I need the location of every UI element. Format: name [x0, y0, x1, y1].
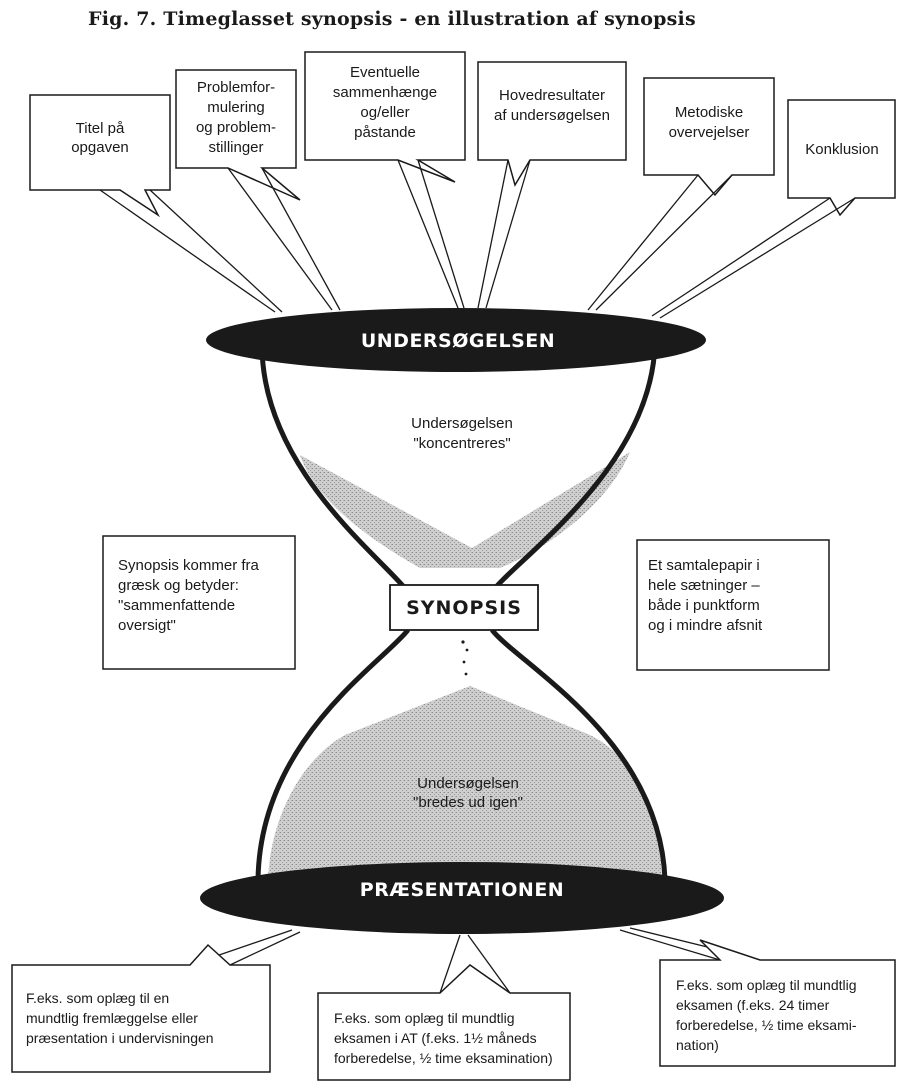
side-box-left-line-4: oversigt" — [118, 617, 176, 634]
top-box-title-line-2: opgaven — [71, 139, 129, 156]
bottom-box-oral-exam: F.eks. som oplæg til mundtlig eksamen (f… — [659, 939, 896, 1067]
side-box-left: Synopsis kommer fra græsk og betyder: "s… — [102, 535, 296, 670]
side-box-right-line-2: hele sætninger – — [648, 577, 760, 594]
top-box-method-line-1: Metodiske — [675, 104, 743, 121]
bottom-box-at-exam-line-2: eksamen i AT (f.eks. 1½ måneds — [334, 1030, 537, 1046]
bottom-box-oral-exam-line-2: eksamen (f.eks. 24 timer — [676, 997, 830, 1013]
hourglass-glass — [255, 344, 668, 881]
top-box-title: Titel på opgaven — [29, 94, 171, 218]
top-leader-lines — [99, 159, 856, 319]
upper-bulb-label-line-1: Undersøgelsen — [411, 415, 513, 432]
bottom-box-presentation-line-2: mundtlig fremlæggelse eller — [26, 1010, 198, 1026]
lower-sand — [268, 686, 662, 880]
lower-bulb-label-line-1: Undersøgelsen — [417, 775, 519, 792]
top-box-relations-line-1: Eventuelle — [350, 64, 420, 81]
bottom-box-presentation-line-3: præsentation i undervisningen — [26, 1030, 214, 1046]
side-box-right-line-1: Et samtalepapir i — [648, 557, 760, 574]
bottom-box-at-exam-line-3: forberedelse, ½ time eksamination) — [334, 1050, 553, 1066]
bottom-band: PRÆSENTATIONEN — [200, 862, 724, 934]
top-box-problem-line-3: og problem- — [196, 119, 276, 136]
bottom-box-at-exam-line-1: F.eks. som oplæg til mundtlig — [334, 1010, 515, 1026]
synopsis-box: SYNOPSIS — [389, 584, 539, 631]
side-box-left-line-3: "sammenfattende — [118, 597, 235, 614]
bottom-box-presentation: F.eks. som oplæg til en mundtlig fremlæg… — [11, 943, 271, 1073]
top-box-problem-line-1: Problemfor- — [197, 79, 275, 96]
top-box-problem: Problemfor- mulering og problem- stillin… — [175, 69, 301, 201]
bottom-box-oral-exam-line-3: forberedelse, ½ time eksami- — [676, 1017, 857, 1033]
top-box-results-line-1: Hovedresultater — [499, 87, 605, 104]
top-box-problem-line-2: mulering — [207, 99, 265, 116]
bottom-box-oral-exam-line-1: F.eks. som oplæg til mundtlig — [676, 977, 857, 993]
top-box-method-line-2: overvejelser — [669, 124, 750, 141]
bottom-box-presentation-line-1: F.eks. som oplæg til en — [26, 990, 169, 1006]
synopsis-label: SYNOPSIS — [406, 597, 522, 619]
top-box-problem-line-4: stillinger — [208, 139, 263, 156]
side-box-right-line-3: både i punktform — [648, 597, 760, 614]
side-box-right-line-4: og i mindre afsnit — [648, 617, 763, 634]
bottom-band-label: PRÆSENTATIONEN — [360, 879, 564, 901]
top-box-conclusion: Konklusion — [787, 99, 896, 217]
top-box-relations-line-3: og/eller — [360, 104, 409, 121]
bottom-box-oral-exam-line-4: nation) — [676, 1037, 719, 1053]
top-box-conclusion-line-1: Konklusion — [805, 141, 878, 158]
top-box-title-line-1: Titel på — [76, 120, 125, 137]
top-box-method: Metodiske overvejelser — [643, 77, 775, 197]
side-box-right: Et samtalepapir i hele sætninger – både … — [636, 539, 830, 671]
bottom-box-at-exam: F.eks. som oplæg til mundtlig eksamen i … — [317, 964, 571, 1081]
upper-bulb-label-line-2: "koncentreres" — [413, 435, 510, 452]
top-band-label: UNDERSØGELSEN — [361, 330, 555, 352]
top-box-relations: Eventuelle sammenhænge og/eller påstande — [304, 51, 466, 183]
top-box-results-line-2: af undersøgelsen — [494, 107, 610, 124]
lower-bulb-label-line-2: "bredes ud igen" — [413, 794, 523, 811]
figure-title: Fig. 7. Timeglasset synopsis - en illust… — [88, 8, 696, 30]
side-box-left-line-2: græsk og betyder: — [118, 577, 239, 594]
top-box-relations-line-2: sammenhænge — [333, 84, 437, 101]
side-box-left-line-1: Synopsis kommer fra — [118, 557, 260, 574]
top-box-results: Hovedresultater af undersøgelsen — [477, 61, 627, 187]
top-band: UNDERSØGELSEN — [206, 308, 706, 372]
top-box-relations-line-4: påstande — [354, 124, 416, 141]
